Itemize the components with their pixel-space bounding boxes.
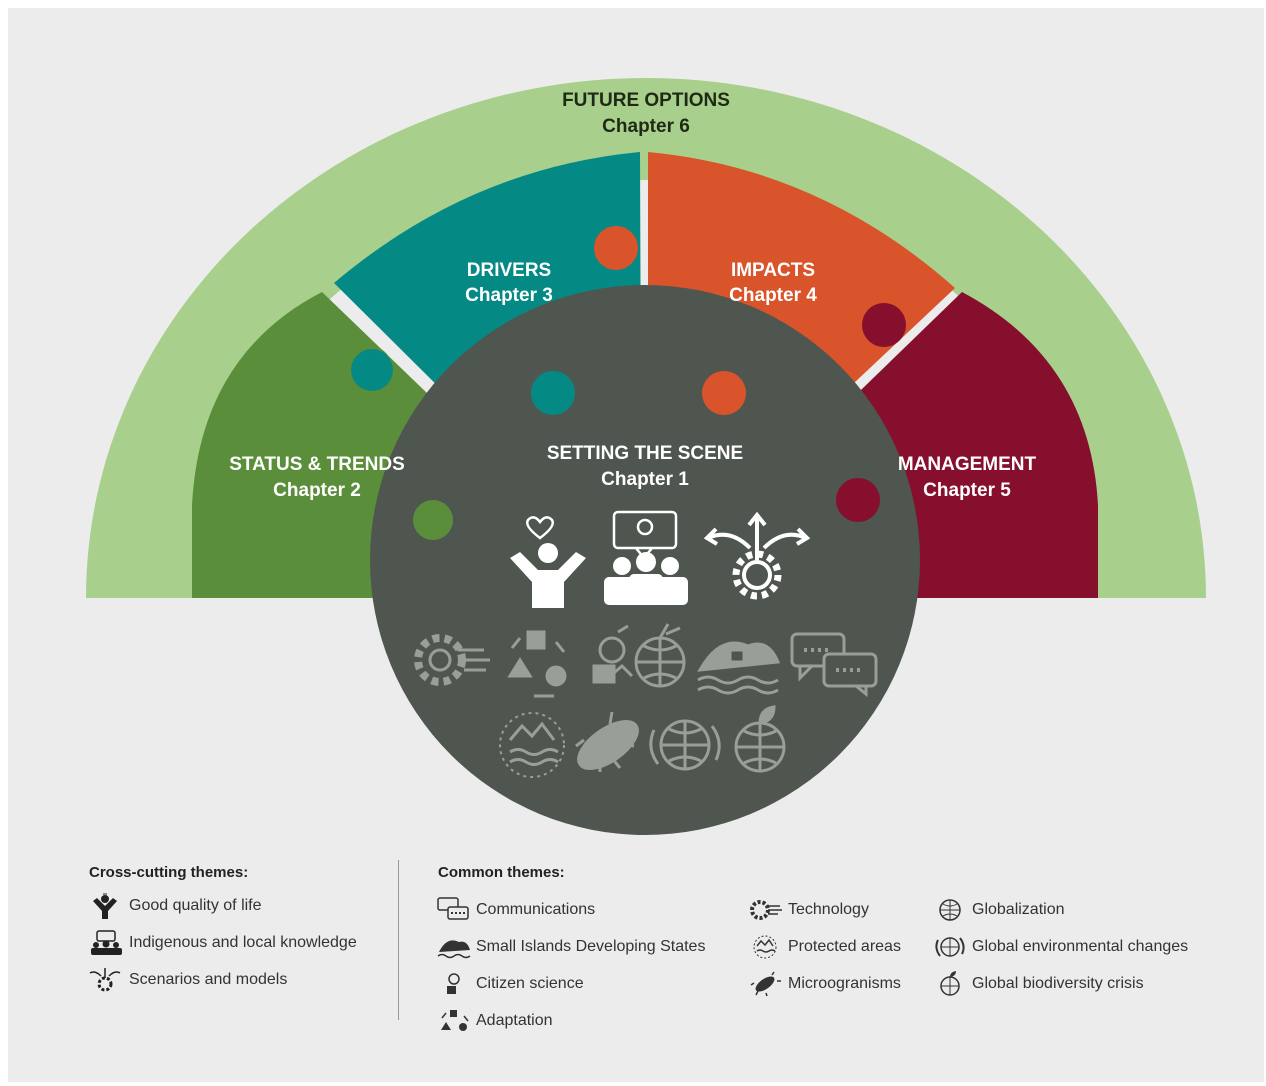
cross-cutting-legend: Cross-cutting themes: Good quality of li… [89,864,389,998]
legend-item: Globalization [932,891,1232,928]
legend-label: Scenarios and models [129,970,288,988]
setting-the-scene-subtitle: Chapter 1 [601,469,689,490]
legend-label: Microogranisms [788,974,901,992]
impacts-title: IMPACTS [731,260,815,281]
microorganisms-icon [575,711,639,772]
legend-item: Global environmental changes [932,928,1232,965]
global-environmental-changes-icon [649,719,721,771]
indigenous-knowledge-icon [604,510,688,605]
legend-label: Technology [788,900,869,918]
status-trends-subtitle: Chapter 2 [273,480,361,501]
citizen-science-icon [447,972,460,994]
management-subtitle: Chapter 5 [923,480,1011,501]
common-themes-column-3: Globalization Global environmental chang… [932,891,1232,1002]
status-trends-title: STATUS & TRENDS [229,454,405,475]
common-themes-column-2: Technology Protected areas Microogranism… [748,891,928,1002]
good-quality-of-life-icon [93,893,117,919]
scenarios-models-icon [89,967,121,991]
drivers-subtitle: Chapter 3 [465,285,553,306]
communications-icon [437,896,469,920]
scenarios-models-icon [703,511,811,600]
legend-item: Technology [748,891,928,928]
setting-the-scene-title: SETTING THE SCENE [547,443,743,464]
legend-label: Adaptation [476,1011,553,1029]
legend-label: Global environmental changes [972,937,1189,955]
global-environmental-changes-icon [935,936,965,957]
legend-label: Citizen science [476,974,584,992]
common-themes-column-1: Communications Small Islands Developing … [436,891,736,1039]
global-biodiversity-crisis-icon [940,970,960,996]
adaptation-icon [507,630,567,698]
globalization-icon [634,623,686,688]
technology-icon [750,899,782,920]
global-biodiversity-crisis-icon [734,705,786,773]
future-options-arc [86,78,1206,598]
management-title: MANAGEMENT [898,454,1037,475]
adaptation-icon [441,1009,469,1031]
legend-item: Protected areas [748,928,928,965]
future-options-subtitle: Chapter 6 [602,116,690,137]
legend-item: Global biodiversity crisis [932,965,1232,1002]
indigenous-knowledge-icon [91,929,122,955]
legend-item: Communications [436,891,736,928]
legend-label: Globalization [972,900,1065,918]
protected-areas-icon [753,935,777,958]
microorganisms-icon [750,971,781,996]
good-quality-of-life-icon [510,516,586,608]
legend-item: Indigenous and local knowledge [89,924,389,961]
common-themes-title: Common themes: [438,864,565,881]
legend-label: Indigenous and local knowledge [129,933,357,951]
legend-label: Global biodiversity crisis [972,974,1144,992]
future-options-title: FUTURE OPTIONS [562,90,730,111]
legend-divider [398,860,399,1020]
communications-icon [790,632,878,698]
legend-item: Scenarios and models [89,961,389,998]
globalization-icon [939,898,961,921]
legend-item: Good quality of life [89,887,389,924]
legend-item: Small Islands Developing States [436,928,736,965]
cross-cutting-title: Cross-cutting themes: [89,864,249,881]
small-islands-icon [437,939,471,958]
legend-item: Adaptation [436,1002,736,1039]
legend-item: Microogranisms [748,965,928,1002]
legend-label: Communications [476,900,596,918]
legend-label: Protected areas [788,937,901,955]
drivers-title: DRIVERS [467,260,551,281]
legend-label: Good quality of life [129,896,262,914]
technology-icon [414,634,490,686]
citizen-science-icon [592,624,634,684]
common-themes-legend: Common themes: [438,864,1238,887]
impacts-subtitle: Chapter 4 [729,285,817,306]
small-islands-icon [697,641,781,695]
legend-item: Citizen science [436,965,736,1002]
protected-areas-icon [499,712,565,778]
legend-label: Small Islands Developing States [476,937,706,955]
